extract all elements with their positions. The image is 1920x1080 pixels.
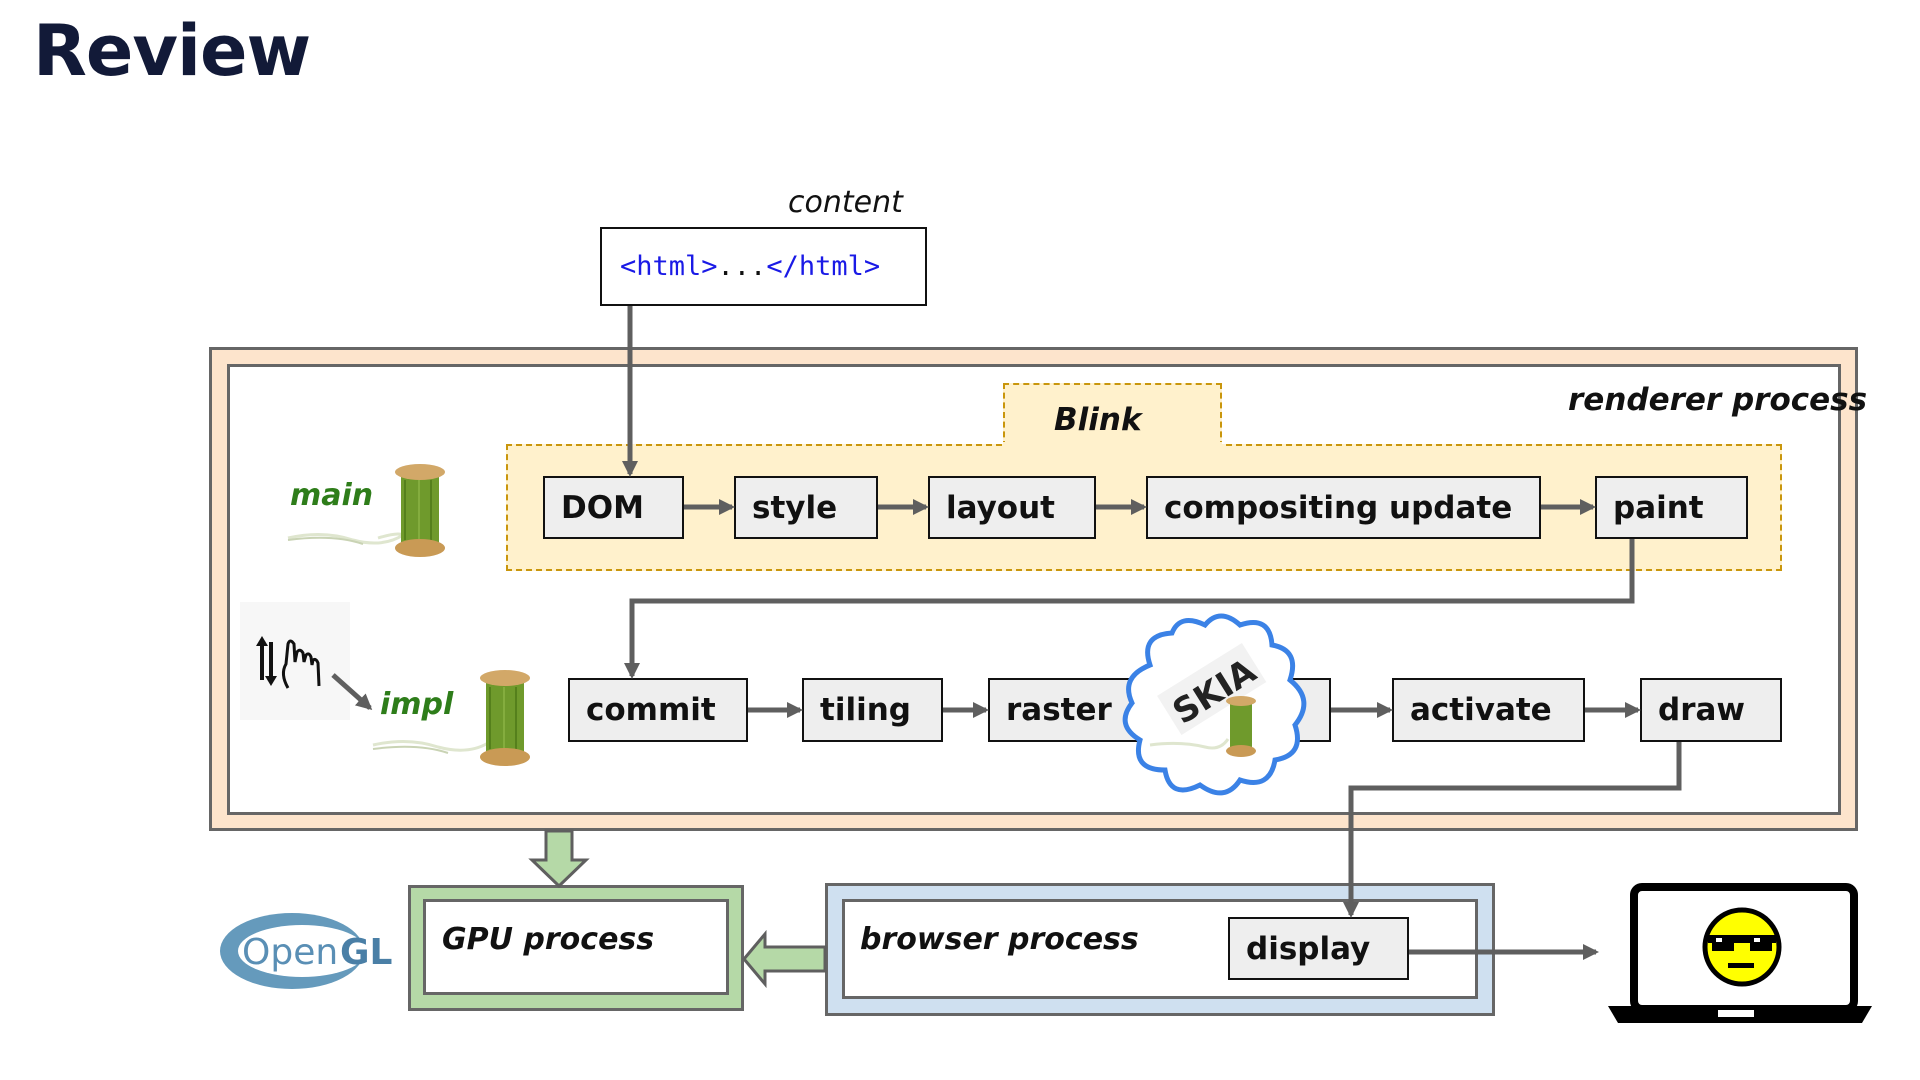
blink-region: [506, 444, 1782, 571]
opengl-logo-icon: Open GL: [212, 908, 402, 994]
main-thread-label: main: [290, 478, 374, 513]
stage-activate: activate: [1392, 678, 1585, 742]
skia-cloud: SKIA: [1110, 605, 1330, 805]
gpu-process-label: GPU process: [442, 922, 655, 957]
slide-title: Review: [33, 10, 311, 92]
html-ellipsis: ...: [717, 251, 767, 282]
spool-of-thread-icon: [283, 460, 463, 560]
stage-compositing-update: compositing update: [1146, 476, 1541, 539]
spool-of-thread-icon: [368, 665, 548, 770]
laptop-with-cool-smiley-icon: [1600, 875, 1880, 1025]
renderer-process-label: renderer process: [1568, 382, 1868, 418]
stage-dom: DOM: [543, 476, 684, 539]
blink-tab-joint: [1003, 442, 1222, 450]
html-content-box: <html>...</html>: [600, 227, 927, 306]
impl-thread-label: impl: [380, 687, 454, 722]
blink-tab: [1003, 383, 1222, 447]
scroll-touch-input-icon: [240, 602, 350, 720]
html-open-tag: <html>: [620, 251, 718, 282]
arrow-renderer-to-gpu: [528, 829, 590, 889]
stage-commit: commit: [568, 678, 748, 742]
html-close-tag: </html>: [766, 251, 881, 282]
stage-tiling: tiling: [802, 678, 943, 742]
gpu-process-inner: [423, 899, 729, 995]
opengl-open-text: Open: [242, 932, 338, 973]
stage-paint: paint: [1595, 476, 1748, 539]
stage-style: style: [734, 476, 878, 539]
stage-draw: draw: [1640, 678, 1782, 742]
blink-label: Blink: [1054, 402, 1142, 438]
stage-display: display: [1228, 917, 1409, 980]
browser-process-label: browser process: [860, 922, 1139, 957]
content-label: content: [788, 185, 903, 220]
stage-layout: layout: [928, 476, 1096, 539]
arrow-browser-to-gpu: [742, 929, 827, 989]
opengl-gl-text: GL: [340, 932, 393, 973]
